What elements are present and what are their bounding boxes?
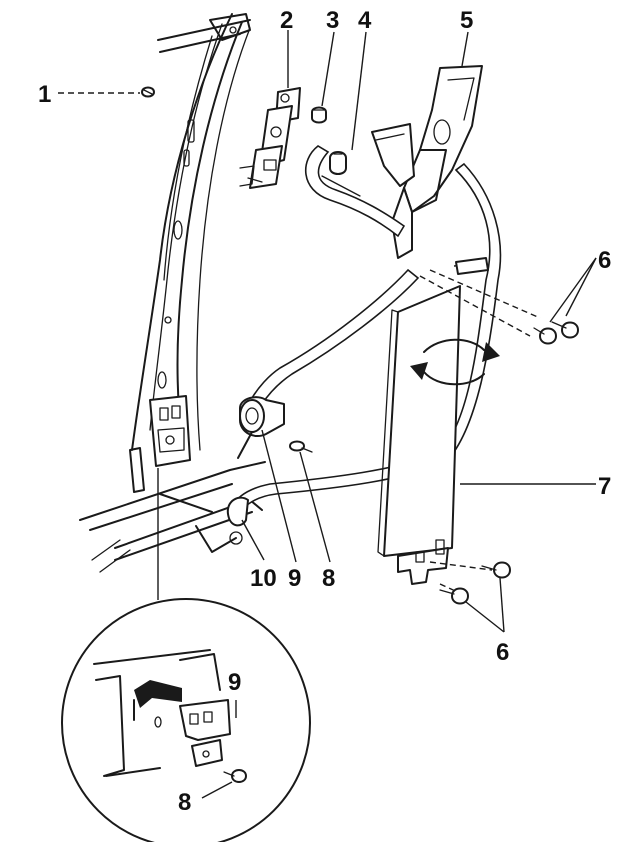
leader-lines	[58, 30, 597, 633]
callout-6-upper: 6	[598, 247, 611, 274]
callout-3: 3	[326, 7, 339, 34]
screw-1	[141, 86, 155, 98]
bolts-6-upper	[419, 269, 579, 345]
callout-labels: 1 2 3 4 5 6 7 10 9 8 6 9 8	[38, 7, 611, 816]
upper-trim-5	[391, 65, 483, 259]
callout-7: 7	[598, 473, 611, 500]
height-adjuster-2	[239, 87, 301, 189]
detail-inset	[61, 598, 311, 842]
bolt-8	[289, 440, 313, 453]
bolt-3	[311, 106, 327, 124]
lower-anchor-10	[159, 493, 249, 553]
callout-1: 1	[38, 81, 51, 108]
bolts-6-lower	[429, 561, 511, 605]
callout-6-lower: 6	[496, 639, 509, 666]
callout-5: 5	[460, 7, 473, 34]
callout-10: 10	[250, 565, 277, 592]
detail-callout-8: 8	[178, 789, 191, 816]
detail-callout-9: 9	[228, 669, 241, 696]
bolt-4	[329, 151, 347, 175]
callout-9: 9	[288, 565, 301, 592]
callout-8: 8	[322, 565, 335, 592]
lower-trim-7	[377, 285, 500, 585]
retractor-9	[237, 396, 285, 459]
callout-2: 2	[280, 7, 293, 34]
b-pillar-structure	[79, 13, 266, 573]
callout-4: 4	[358, 7, 372, 34]
